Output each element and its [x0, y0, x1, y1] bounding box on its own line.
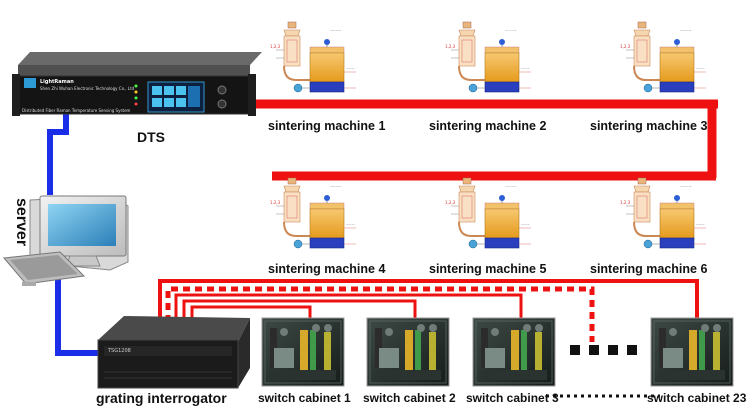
- dts-sub-brand: Shen Zhi Wuhan Electronic Technology Co.…: [40, 86, 135, 91]
- server-computer: [3, 195, 129, 286]
- switch-cabinet-3-icon: [472, 317, 556, 387]
- cabinet-wiring: [158, 279, 699, 342]
- sintering-machine-4-icon: [269, 177, 357, 249]
- cabinet-3-label: switch cabinet 3: [466, 391, 559, 405]
- switch-cabinet-2-icon: [366, 317, 450, 387]
- cabinet-1-label: switch cabinet 1: [258, 391, 351, 405]
- machine-5-label: sintering machine 5: [429, 262, 547, 276]
- machine-1-label: sintering machine 1: [268, 119, 386, 133]
- server-label: server: [13, 198, 30, 247]
- switch-cabinet-23-icon: [650, 317, 734, 387]
- grating-interrogator: [97, 316, 250, 389]
- cabinet-2-label: switch cabinet 2: [363, 391, 456, 405]
- sintering-machine-1-icon: [269, 21, 357, 93]
- fiber-loop: [255, 99, 718, 181]
- cabinet-23-label: switch cabinet 23: [647, 391, 747, 405]
- sintering-machine-5-icon: [444, 177, 532, 249]
- dts-footer-text: Distributed Fiber Raman Temperature Sens…: [22, 108, 131, 113]
- dts-device: [12, 52, 262, 116]
- machine-4-label: sintering machine 4: [268, 262, 386, 276]
- sintering-machine-3-icon: [619, 21, 707, 93]
- continuation-dots: [546, 345, 660, 398]
- machine-2-label: sintering machine 2: [429, 119, 547, 133]
- interrogator-label: grating interrogator: [96, 390, 227, 406]
- machine-3-label: sintering machine 3: [590, 119, 708, 133]
- machine-6-label: sintering machine 6: [590, 262, 708, 276]
- interrogator-model: TSG1208: [108, 348, 131, 354]
- blue-link: [47, 112, 110, 356]
- dts-brand: LightRaman: [40, 79, 74, 85]
- sintering-machine-2-icon: [444, 21, 532, 93]
- dts-label: DTS: [137, 129, 165, 145]
- switch-cabinet-1-icon: [261, 317, 345, 387]
- sintering-machine-6-icon: [619, 177, 707, 249]
